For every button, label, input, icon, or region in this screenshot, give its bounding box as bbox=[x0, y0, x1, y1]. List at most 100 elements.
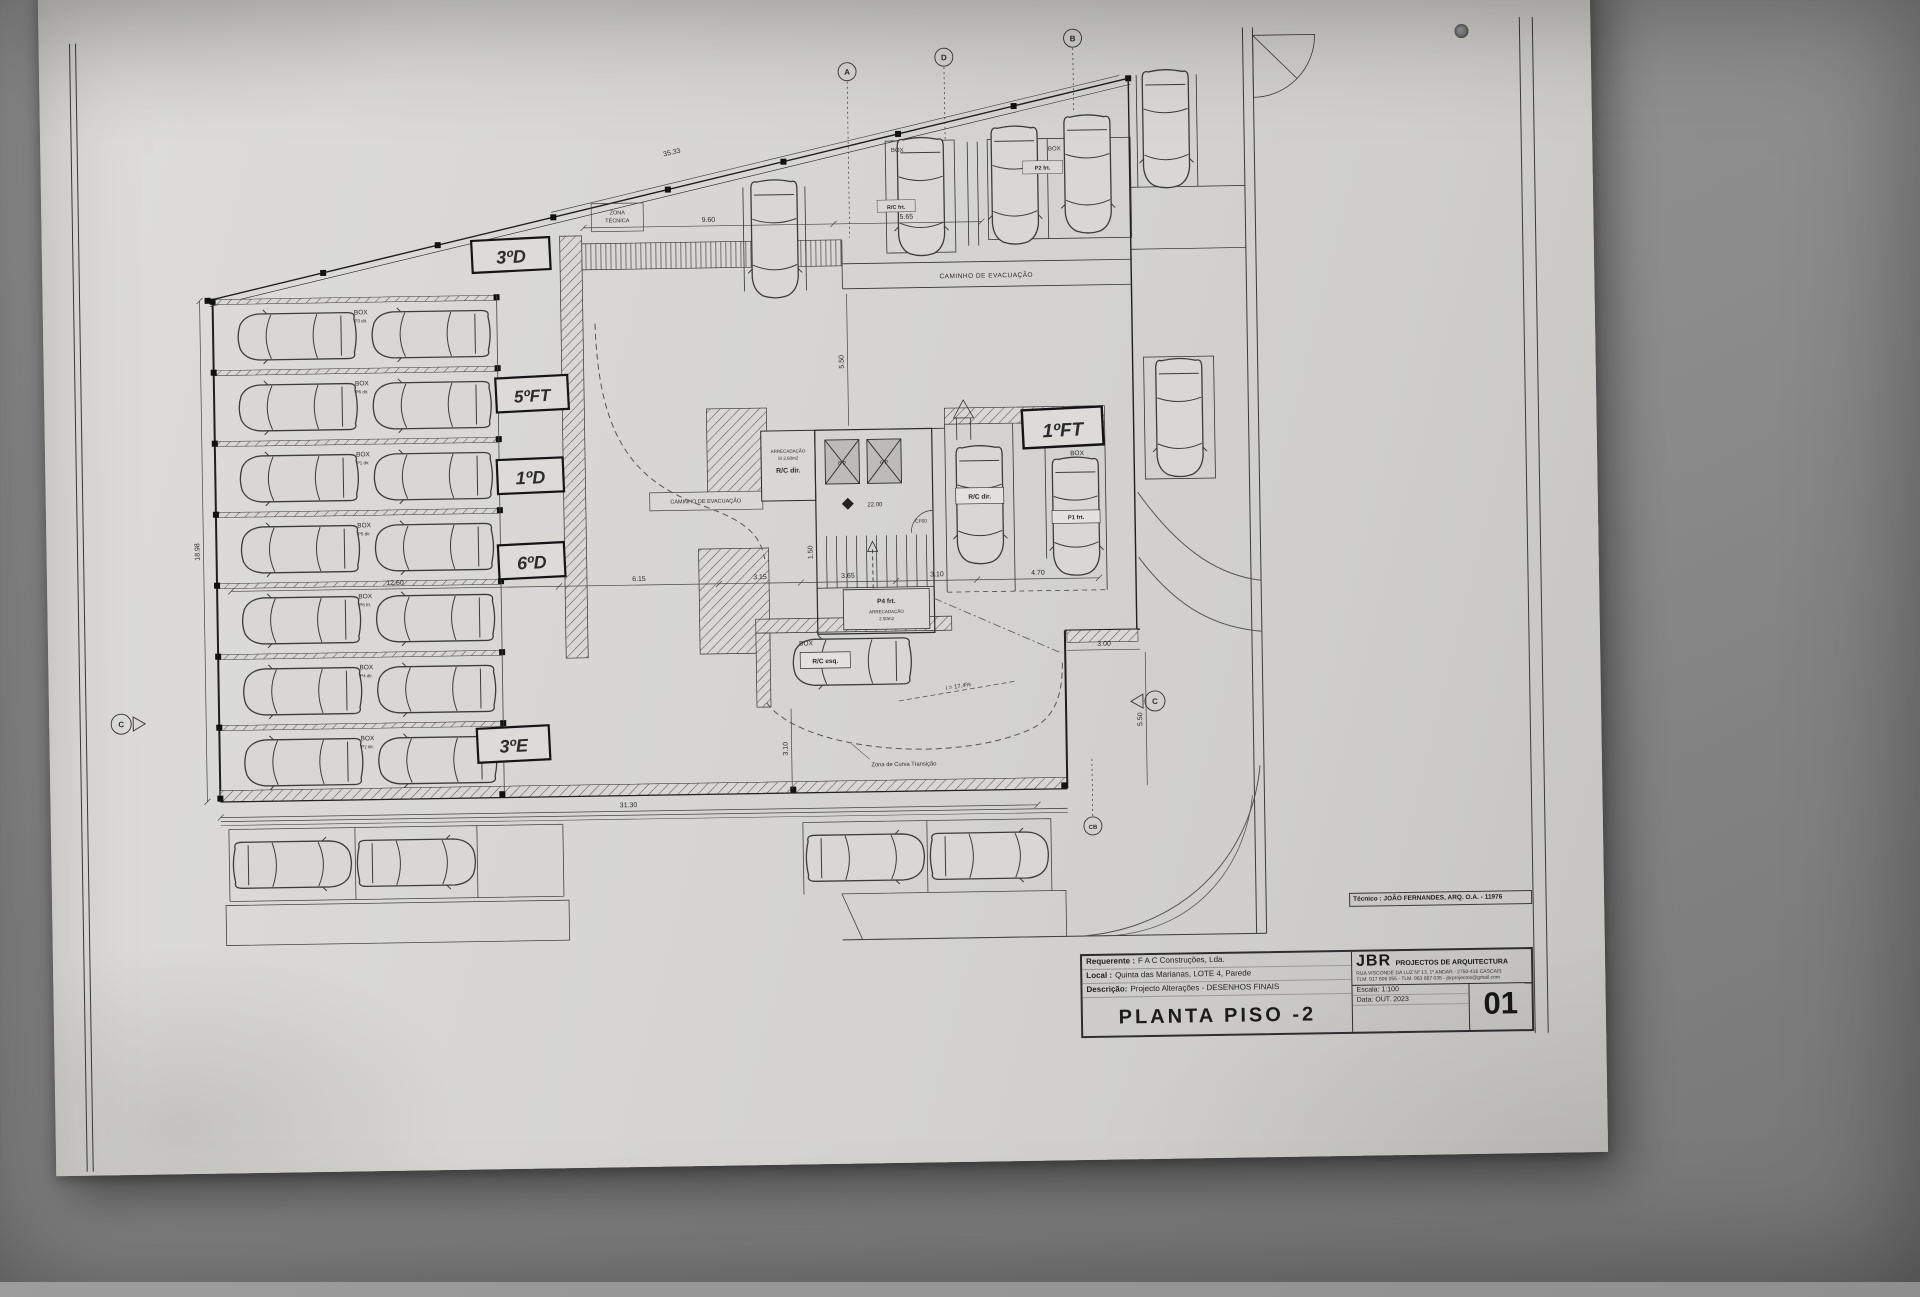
stall-box-label: BOX bbox=[891, 148, 904, 154]
section-letter: D bbox=[941, 53, 947, 62]
stall-code: P4 dir. bbox=[360, 673, 373, 678]
handwritten-note: 1ºFT bbox=[1042, 419, 1085, 442]
car-icon bbox=[243, 663, 362, 719]
car-icon bbox=[372, 306, 491, 362]
stall-box-label: BOX bbox=[358, 593, 372, 600]
stall-code: P1 dir. bbox=[357, 460, 370, 465]
lift-label: 8 P bbox=[838, 461, 847, 467]
level-value: 22.00 bbox=[867, 502, 883, 508]
unit-label: R/C dir. bbox=[776, 467, 801, 474]
car-icon bbox=[374, 448, 493, 504]
central-core: ARRECADAÇÃO S/ 2.60m2 R/C dir. 8 P 6 P 2… bbox=[761, 428, 948, 635]
dim-value: 3.10 bbox=[930, 571, 944, 578]
car-icon bbox=[987, 126, 1043, 245]
requerente-label: Requerente : bbox=[1086, 956, 1135, 966]
unit-label: R/C frt. bbox=[887, 205, 906, 211]
stall-code: P6 frt. bbox=[359, 602, 371, 607]
dim-value: 5.65 bbox=[899, 214, 913, 221]
stall-code: P3 dir. bbox=[354, 318, 367, 323]
unit-label: R/C dir. bbox=[968, 493, 991, 500]
unit-label: P4 frt. bbox=[877, 598, 896, 605]
dim-value: 9.60 bbox=[701, 217, 715, 224]
car-icon bbox=[233, 837, 352, 893]
sheet-number: 01 bbox=[1469, 983, 1532, 1030]
car-icon bbox=[806, 830, 925, 886]
section-letter: C bbox=[1152, 697, 1158, 706]
dim-value: 3.15 bbox=[753, 574, 767, 581]
requerente-value: F A C Construções, Lda. bbox=[1138, 955, 1225, 965]
corridor-label: CAMINHO DE EVACUAÇÃO bbox=[939, 270, 1033, 280]
stall-box-label: BOX bbox=[361, 735, 375, 742]
stall-box-label: BOX bbox=[354, 309, 368, 316]
car-icon bbox=[240, 450, 359, 506]
car-icon bbox=[952, 445, 1008, 564]
handwritten-note: 6ºD bbox=[517, 552, 548, 573]
descricao-label: Descrição: bbox=[1086, 984, 1127, 994]
stall-box-label: BOX bbox=[355, 380, 369, 387]
dim-value: 18.98 bbox=[194, 543, 201, 561]
technician-box: Técnico : JOÃO FERNANDES, ARQ. O.A. - 11… bbox=[1349, 890, 1532, 907]
date-value: Data: OUT. 2023 bbox=[1353, 994, 1469, 1006]
stall-box-label: BOX bbox=[359, 664, 373, 671]
section-letter: C bbox=[118, 720, 124, 729]
title-block-meta: Escala: 1:100 Data: OUT. 2023 01 bbox=[1352, 982, 1532, 1032]
car-icon bbox=[357, 835, 476, 891]
dim-value: 12.60 bbox=[386, 580, 404, 587]
storage-label: ARRECADAÇÃO bbox=[869, 608, 904, 615]
dim-value: 6.15 bbox=[632, 576, 646, 583]
car-icon bbox=[376, 590, 495, 646]
dim-value: 5.50 bbox=[838, 355, 845, 369]
dim-value: 1.50 bbox=[807, 545, 814, 559]
car-icon bbox=[930, 828, 1049, 884]
local-value: Quinta das Marianas, LOTE 4, Parede bbox=[1115, 968, 1251, 979]
local-label: Local : bbox=[1086, 971, 1112, 980]
car-icon bbox=[238, 308, 357, 364]
sheet-title: PLANTA PISO -2 bbox=[1083, 1003, 1352, 1030]
stall-box-label: BOX bbox=[1048, 146, 1061, 152]
dim-value: 35.33 bbox=[663, 148, 682, 159]
car-icon bbox=[377, 661, 496, 717]
lift-label: 6 P bbox=[880, 460, 889, 466]
dim-value: 3.00 bbox=[1097, 641, 1111, 648]
car-icon bbox=[375, 519, 494, 575]
door-label: CF60 bbox=[915, 519, 927, 525]
car-icon bbox=[747, 179, 803, 298]
dim-value: 3.10 bbox=[783, 742, 790, 756]
unit-label: R/C esq. bbox=[812, 658, 838, 665]
storage-area-label: 2.50m2 bbox=[879, 616, 895, 621]
curve-zone-label: Zona de Curva Transição bbox=[871, 761, 936, 768]
title-block: Requerente :F A C Construções, Lda. Loca… bbox=[1080, 947, 1534, 1038]
dim-value: 31.30 bbox=[620, 802, 638, 809]
stall-box-label: BOX bbox=[1070, 450, 1084, 457]
section-letter: A bbox=[844, 68, 850, 77]
firm-descriptor: PROJECTOS DE ARQUITECTURA bbox=[1396, 958, 1509, 967]
section-letter: B bbox=[1070, 34, 1076, 43]
dim-value: 5.50 bbox=[1137, 712, 1144, 726]
car-icon bbox=[1152, 358, 1208, 477]
stall-code: P2 dir. bbox=[361, 744, 374, 749]
handwritten-note: 3ºE bbox=[499, 735, 530, 756]
dim-value: 4.70 bbox=[1031, 570, 1045, 577]
dim-value: 3.65 bbox=[841, 573, 855, 580]
stair-treads bbox=[816, 534, 934, 588]
stall-code: P5 dir. bbox=[358, 531, 371, 536]
title-block-left: Requerente :F A C Construções, Lda. Loca… bbox=[1082, 952, 1353, 1036]
car-icon bbox=[1138, 69, 1194, 188]
descricao-row: Descrição:Projecto Alterações - DESENHOS… bbox=[1082, 980, 1351, 998]
car-icon bbox=[1060, 115, 1116, 234]
corridor-label: CAMINHO DE EVACUAÇÃO bbox=[670, 497, 742, 505]
descricao-value: Projecto Alterações - DESENHOS FINAIS bbox=[1130, 982, 1279, 993]
unit-label: P1 frt. bbox=[1068, 515, 1085, 521]
car-icon bbox=[241, 521, 360, 577]
stall-box-label: BOX bbox=[357, 522, 371, 529]
firm-logo-text: JBR bbox=[1356, 952, 1391, 970]
handwritten-note: 1ºD bbox=[515, 467, 545, 488]
section-letter: CB bbox=[1089, 825, 1098, 831]
zona-tecnica-label: ZONA bbox=[610, 210, 626, 216]
handwritten-note: 3ºD bbox=[496, 246, 527, 267]
car-icon bbox=[244, 734, 363, 790]
zona-tecnica-label: TÉCNICA bbox=[605, 217, 630, 224]
